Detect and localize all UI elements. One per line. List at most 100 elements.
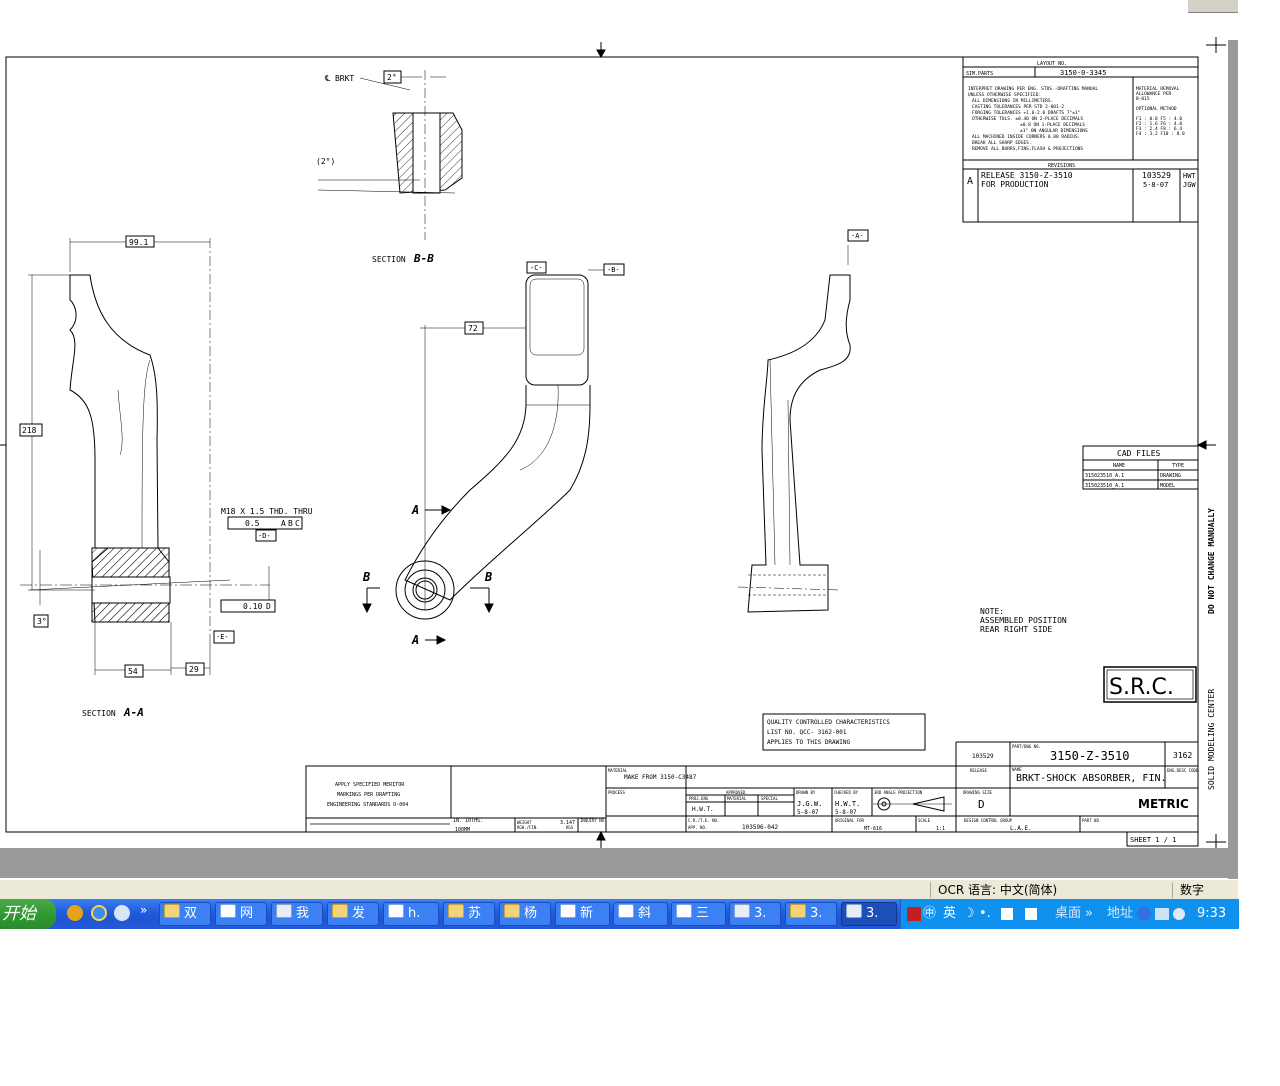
revision-desc-2: FOR PRODUCTION xyxy=(981,180,1049,189)
document-icon xyxy=(276,904,292,918)
ie-window-icon xyxy=(676,904,692,918)
sim-parts-label: SIM.PARTS xyxy=(966,71,993,77)
help-icon[interactable] xyxy=(1025,908,1037,920)
taskbar-button[interactable]: 三 xyxy=(671,902,726,926)
taskbar-button[interactable]: 发 xyxy=(327,902,379,926)
engineering-drawing: SECTION A-A SECTION B-B 99.1 218 72 54 2… xyxy=(0,37,1226,850)
clock[interactable]: 9:33 xyxy=(1197,906,1227,921)
dim-2deg: 2° xyxy=(387,73,397,82)
svg-text:F3 : 2.4 F8 : 6.4: F3 : 2.4 F8 : 6.4 xyxy=(1136,126,1182,132)
taskbar-button[interactable]: 苏 xyxy=(443,902,495,926)
taskbar-button[interactable]: 3. xyxy=(729,902,781,926)
ie-window-icon xyxy=(220,904,236,918)
ocr-language[interactable]: OCR 语言: 中文(简体) xyxy=(938,883,1058,897)
cad-file-type: MODEL xyxy=(1160,483,1175,489)
toolbar-more-icon[interactable]: » xyxy=(1085,906,1093,921)
cad-file-name: 315023510_A.1 xyxy=(1085,483,1124,489)
ime-language[interactable]: 英 xyxy=(943,906,957,921)
folder-icon xyxy=(504,904,520,918)
dim-72: 72 xyxy=(468,324,478,333)
thread-ref-a: A xyxy=(281,519,286,528)
apply-note: APPLY SPECIFIED MERITOR xyxy=(335,782,405,788)
taskbar-button[interactable]: 3. xyxy=(785,902,837,926)
scale-value: 1:1 xyxy=(936,826,945,832)
quicklaunch-icon[interactable] xyxy=(114,905,130,921)
ime-mode-icon[interactable]: ㊥ xyxy=(923,906,937,921)
keyboard-icon[interactable] xyxy=(1001,908,1013,920)
ruler-mm: 100MM xyxy=(455,827,470,833)
original-for-value: MT-616 xyxy=(864,826,882,832)
cad-files-col-name: NAME xyxy=(1113,463,1125,469)
perp-datum: D xyxy=(266,602,271,611)
taskbar-button[interactable]: 网 xyxy=(215,902,267,926)
note-line: ASSEMBLED POSITION xyxy=(980,616,1067,625)
media-player-icon[interactable] xyxy=(67,905,83,921)
apply-note: MARKINGS PER DRAFTING xyxy=(337,792,400,798)
notes-block xyxy=(962,56,1199,223)
moon-icon[interactable]: ☽ xyxy=(963,906,975,921)
qcc-line: APPLIES TO THIS DRAWING xyxy=(767,739,850,746)
system-tray: ㊥ 英 ☽ •. 桌面 » 地址 9:33 xyxy=(900,899,1239,929)
datum-d: -D- xyxy=(258,532,271,540)
svg-text:OPTIONAL METHOD: OPTIONAL METHOD xyxy=(1136,106,1177,112)
taskbar-button[interactable]: 斜 xyxy=(613,902,668,926)
ime-toolbar-icon[interactable] xyxy=(907,907,921,921)
cut-label-a-bottom: A xyxy=(411,633,419,647)
section-aa-id: A-A xyxy=(123,706,144,719)
start-button[interactable]: 开始 xyxy=(0,899,56,929)
approved-label: APPROVED xyxy=(726,790,746,795)
network-icon[interactable] xyxy=(1155,908,1169,920)
status-separator xyxy=(930,882,931,898)
weight-label: WEIGHT xyxy=(517,820,532,825)
volume-icon[interactable] xyxy=(1173,908,1185,920)
svg-text:ALLOWANCE PER: ALLOWANCE PER xyxy=(1136,91,1172,97)
app-no-value: 103596-042 xyxy=(742,824,779,831)
src-logo xyxy=(1103,666,1197,703)
address-toolbar[interactable]: 地址 xyxy=(1107,906,1134,921)
material-removal-notes: MATERIAL REMOVAL ALLOWANCE PER B-015 OPT… xyxy=(1136,86,1185,137)
app-no-label: APP. NO. xyxy=(688,825,707,830)
taskbar-button[interactable]: 杨 xyxy=(499,902,551,926)
tray-collapse-icon[interactable] xyxy=(1137,907,1151,921)
taskbar-button[interactable]: h. xyxy=(383,902,439,926)
taskbar-button-active[interactable]: 3. xyxy=(841,902,897,926)
svg-text:BREAK ALL SHARP EDGES.: BREAK ALL SHARP EDGES. xyxy=(972,140,1032,146)
right-view xyxy=(737,229,869,613)
ie-icon[interactable] xyxy=(91,905,107,921)
taskbar-button[interactable]: 我 xyxy=(271,902,323,926)
revision-desc-1: RELEASE 3150-Z-3510 xyxy=(981,171,1073,180)
qcc-line: QUALITY CONTROLLED CHARACTERISTICS xyxy=(767,719,890,726)
section-aa-label: SECTION xyxy=(82,709,116,718)
weight-value: 3.147 xyxy=(560,820,575,826)
document-icon xyxy=(846,904,862,918)
code-number: 3162 xyxy=(1173,751,1192,760)
quicklaunch-more-icon[interactable]: » xyxy=(140,903,148,917)
taskbar-button[interactable]: 新 xyxy=(555,902,610,926)
svg-text:ALL DIMENSIONS IN MILLIMETERS.: ALL DIMENSIONS IN MILLIMETERS. xyxy=(972,98,1053,104)
material-label: MATERIAL xyxy=(608,768,628,773)
scale-label: SCALE xyxy=(918,818,931,823)
window-button[interactable] xyxy=(1188,0,1238,13)
qcc-box xyxy=(762,713,926,751)
taskbar-button[interactable]: 双 xyxy=(159,902,211,926)
document-icon xyxy=(734,904,750,918)
material-col-label: MATERIAL xyxy=(727,796,747,801)
checked-by-value: H.W.T. xyxy=(835,800,860,808)
dcg-value: L.A.E. xyxy=(1010,825,1032,832)
ruler-inches: IN. 10THS. xyxy=(453,818,483,824)
checked-date: 5-8-07 xyxy=(835,809,857,816)
perp-tolerance: 0.10 xyxy=(243,602,262,611)
section-bb-id: B-B xyxy=(413,252,434,265)
drawing-size-label: DRAWING SIZE xyxy=(963,790,992,795)
drawing-viewer[interactable]: SECTION A-A SECTION B-B 99.1 218 72 54 2… xyxy=(0,0,1238,880)
cut-label-b-left: B xyxy=(362,570,370,584)
ie-window-icon xyxy=(618,904,634,918)
punctuation-icon[interactable]: •. xyxy=(979,906,991,921)
src-logo-text: S.R.C. xyxy=(1109,675,1174,700)
original-for-label: ORIGINAL FOR xyxy=(835,818,864,823)
proj-eng-value: H.W.T. xyxy=(692,806,714,813)
eng-desc-label: ENG.DESC CODE xyxy=(1167,768,1199,773)
viewer-scroll-area[interactable] xyxy=(1228,40,1238,880)
desktop-toolbar[interactable]: 桌面 xyxy=(1055,906,1082,921)
svg-text:±1° ON ANGULAR DIMENSIONS: ±1° ON ANGULAR DIMENSIONS xyxy=(1020,128,1088,134)
